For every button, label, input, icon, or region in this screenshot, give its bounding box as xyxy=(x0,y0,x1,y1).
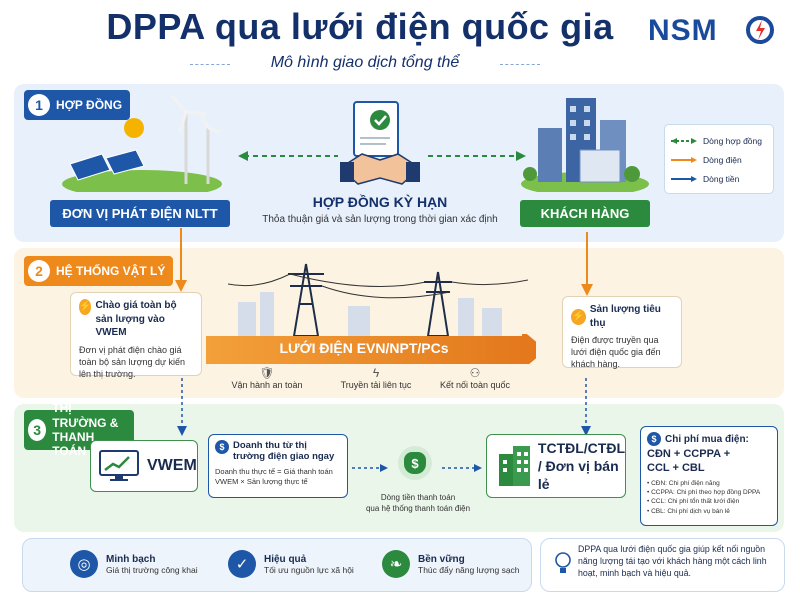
cash-flow-arrows xyxy=(352,464,482,472)
transmission-towers-illustration xyxy=(228,263,528,337)
cost-formula-2: CCL + CBL xyxy=(647,461,705,474)
feature-national-label: Kết nối toàn quốc xyxy=(439,380,511,390)
summary-panel xyxy=(540,538,785,592)
section-3-tag: 3 THỊ TRƯỜNG & THANH TOÁN xyxy=(24,401,134,458)
contract-title: HỢP ĐỒNG KỲ HẠN xyxy=(312,194,448,210)
leaf-icon: ❧ xyxy=(382,550,410,578)
cash-flow-line2: qua hệ thống thanh toán điện xyxy=(365,504,471,514)
retailer-line2: / Đơn vị bán lẻ xyxy=(537,457,619,493)
feature-safe-label: Vận hành an toàn xyxy=(231,380,303,390)
section-3-number: 3 xyxy=(28,419,47,441)
benefit-title: Bền vững xyxy=(418,553,465,565)
svg-text:NSM: NSM xyxy=(648,14,718,46)
legend: Dòng hợp đồng Dòng điện Dòng tiền xyxy=(664,124,774,194)
money-bag-icon: $ xyxy=(398,446,432,480)
dollar-icon: $ xyxy=(215,440,229,454)
subtitle-rule-right xyxy=(500,64,540,65)
benefit-desc: Giá thị trường công khai xyxy=(106,564,198,575)
bolt-icon: ⚡ xyxy=(79,299,92,315)
benefit-title: Minh bạch xyxy=(106,553,156,565)
consumption-card: ⚡ Sản lượng tiêu thụ Điện được truyền qu… xyxy=(562,296,682,370)
grid-arrow xyxy=(206,334,536,364)
benefit-sustainability: ❧ Bền vững Thúc đẩy năng lượng sạch xyxy=(382,550,532,578)
solar-wind-illustration xyxy=(62,95,222,192)
section-2-number: 2 xyxy=(28,260,50,282)
cost-title: Chi phí mua điện: xyxy=(665,433,749,445)
section-2-label: HỆ THỐNG VẬT LÝ xyxy=(56,264,166,278)
bolt-icon: ⚡ xyxy=(571,308,586,325)
subtitle-rule-left xyxy=(190,64,230,65)
sun-icon xyxy=(124,118,144,138)
revenue-title: Doanh thu từ thị trường điện giao ngay xyxy=(233,440,335,463)
revenue-box: $ Doanh thu từ thị trường điện giao ngay… xyxy=(208,434,348,498)
revenue-body: Doanh thu thực tế = Giá thanh toán VWEM … xyxy=(215,466,333,487)
section-2-tag: 2 HỆ THỐNG VẬT LÝ xyxy=(24,256,174,286)
cost-box: $ Chi phí mua điện: CĐN + CCPPA + CCL + … xyxy=(640,426,778,526)
legend-item-money: Dòng tiền xyxy=(671,169,767,188)
benefit-title: Hiệu quả xyxy=(264,553,307,565)
money-arrow-left xyxy=(177,378,187,436)
dollar-icon: $ xyxy=(647,432,661,446)
power-arrow-left xyxy=(175,228,187,292)
feature-safe: 🛡 Vận hành an toàn xyxy=(222,366,312,390)
customer-button[interactable]: KHÁCH HÀNG xyxy=(520,200,650,227)
section-3-label-line1: THỊ TRƯỜNG & xyxy=(52,401,119,430)
benefits-panel xyxy=(22,538,532,592)
cost-item: • CBL: Chi phí dịch vụ bán lẻ xyxy=(647,507,730,515)
retailer-line1: TCTĐL/CTĐL xyxy=(537,439,625,456)
nsmo-logo: NSM xyxy=(648,12,778,54)
summary-text: DPPA qua lưới điện quốc gia giúp kết nối… xyxy=(578,544,767,578)
vwem-box[interactable]: VWEM xyxy=(90,440,198,492)
consumption-card-title: Sản lượng tiêu thụ xyxy=(589,304,661,329)
building-icon xyxy=(499,446,530,486)
power-arrow-right xyxy=(581,232,593,296)
grid-label: LƯỚI ĐIỆN EVN/NPT/PCs xyxy=(279,340,449,356)
money-arrow-right xyxy=(581,378,591,436)
contract-description: Thỏa thuận giá và sản lượng trong thời g… xyxy=(262,214,498,225)
shield-icon: 🛡 xyxy=(259,366,275,380)
legend-item-contract: Dòng hợp đồng xyxy=(671,131,767,150)
cost-formula-1: CĐN + CCPPA + xyxy=(647,448,731,460)
offer-card-title: Chào giá toàn bộ sản lượng vào VWEM xyxy=(95,300,177,338)
legend-label-money: Dòng tiền xyxy=(703,173,740,184)
generator-button[interactable]: ĐƠN VỊ PHÁT ĐIỆN NLTT xyxy=(50,200,230,227)
consumption-card-body: Điện được truyền qua lưới điện quốc gia … xyxy=(571,335,661,370)
retailer-box[interactable]: TCTĐL/CTĐL / Đơn vị bán lẻ xyxy=(486,434,626,498)
section-1-tag: 1 HỢP ĐỒNG xyxy=(24,90,131,120)
city-illustration xyxy=(521,98,649,192)
feature-national: ⚇ Kết nối toàn quốc xyxy=(420,366,530,390)
cost-item: • CĐN: Chi phí điện năng xyxy=(647,479,720,487)
section-3-label-line2: THANH TOÁN xyxy=(52,430,95,459)
section-1-label: HỢP ĐỒNG xyxy=(56,98,123,112)
page-subtitle: Mô hình giao dịch tổng thể xyxy=(270,54,460,71)
cost-item: • CCL: Chi phí tổn thất lưới điện xyxy=(647,498,740,506)
feature-continuous: ϟ Truyền tải liên tục xyxy=(326,366,426,390)
benefit-transparency: ◎ Minh bạch Giá thị trường công khai xyxy=(70,550,220,578)
legend-item-power: Dòng điện xyxy=(671,150,767,169)
benefit-desc: Thúc đẩy năng lượng sạch xyxy=(418,564,520,575)
shield-check-icon: ✓ xyxy=(228,550,256,578)
vwem-label: VWEM xyxy=(147,457,197,474)
contract-flow-arrows xyxy=(238,151,526,161)
legend-label-contract: Dòng hợp đồng xyxy=(703,135,762,146)
legend-label-power: Dòng điện xyxy=(703,154,742,165)
handshake-contract-icon xyxy=(340,101,420,185)
cash-flow-line1: Dòng tiền thanh toán xyxy=(380,493,456,502)
offer-card: ⚡ Chào giá toàn bộ sản lượng vào VWEM Đơ… xyxy=(70,292,202,379)
feature-continuous-label: Truyền tải liên tục xyxy=(340,380,412,390)
cash-flow-caption: Dòng tiền thanh toán qua hệ thống thanh … xyxy=(348,492,488,514)
benefit-efficiency: ✓ Hiệu quả Tối ưu nguồn lực xã hội xyxy=(228,550,378,578)
offer-card-body: Đơn vị phát điện chào giá toàn bộ sản lư… xyxy=(79,344,186,379)
cost-item: • CCPPA: Chi phí theo hợp đồng DPPA xyxy=(647,488,761,496)
target-icon: ◎ xyxy=(70,550,98,578)
page-title: DPPA qua lưới điện quốc gia xyxy=(106,6,614,47)
lightbulb-icon xyxy=(552,548,574,576)
section-1-number: 1 xyxy=(28,94,50,116)
benefit-desc: Tối ưu nguồn lực xã hội xyxy=(264,564,354,575)
lightning-icon: ϟ xyxy=(372,366,380,380)
monitor-chart-icon xyxy=(99,450,139,481)
network-icon: ⚇ xyxy=(469,366,481,380)
